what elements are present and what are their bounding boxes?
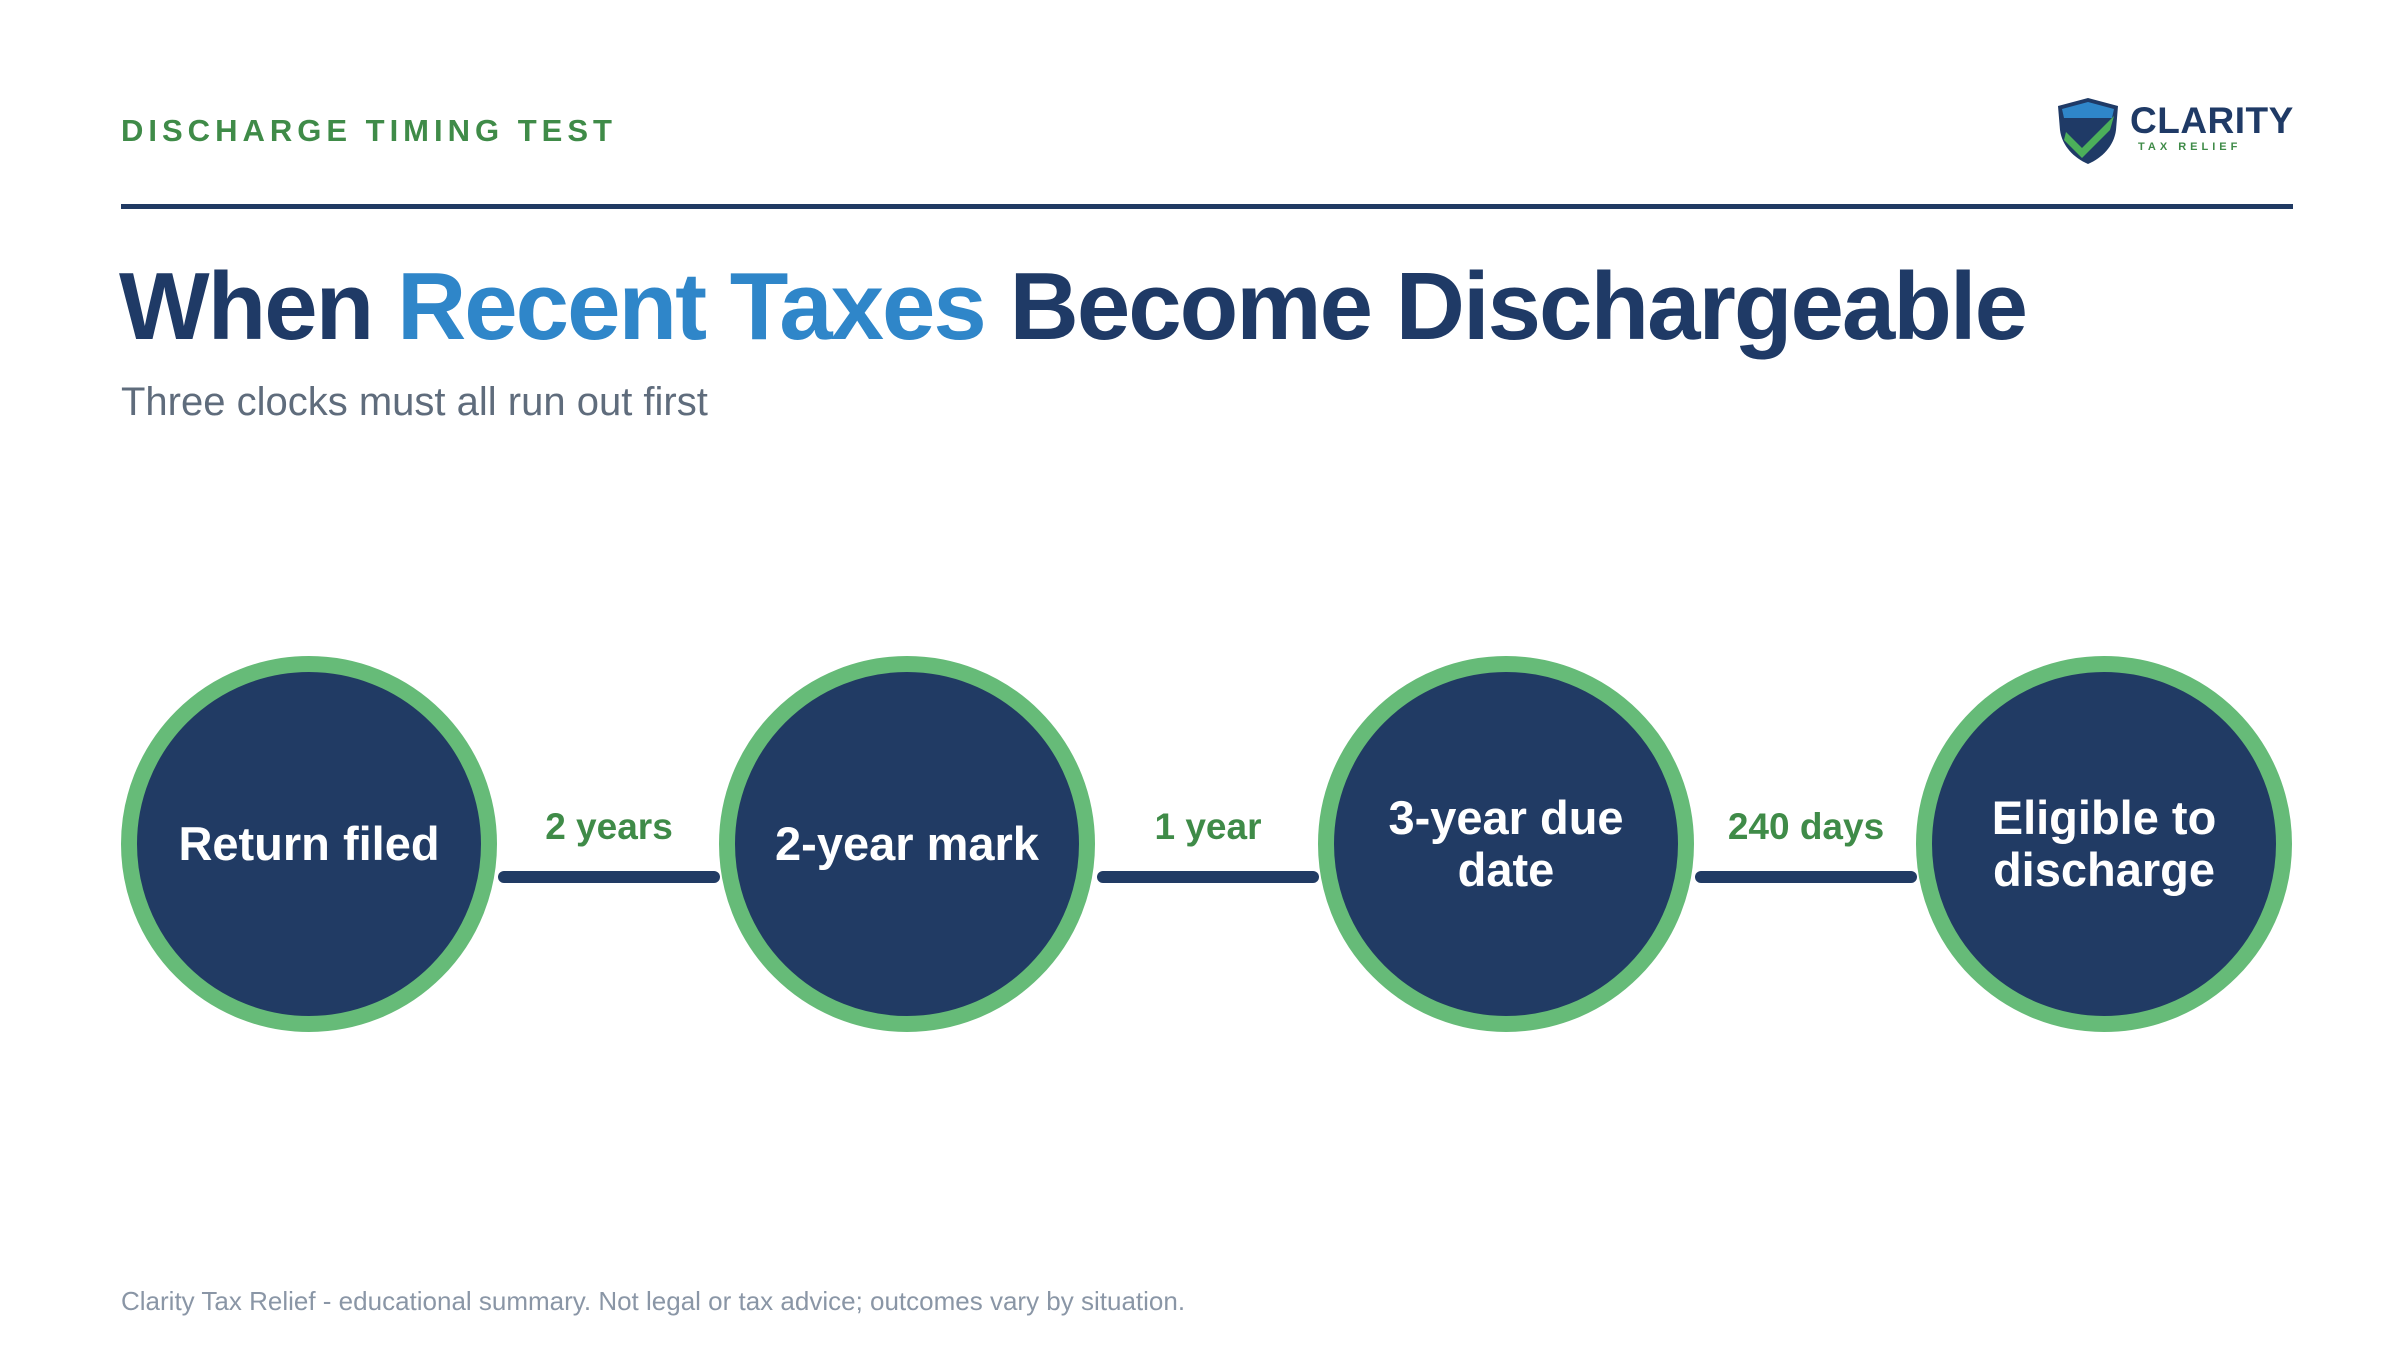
timeline-node: Return filed: [121, 656, 497, 1032]
footer-disclaimer: Clarity Tax Relief - educational summary…: [121, 1286, 1186, 1316]
connector-3: [1695, 871, 1917, 883]
node-label: Return filed: [178, 817, 440, 870]
interval-label: 240 days: [1727, 806, 1885, 847]
title-accent: Recent Taxes: [396, 253, 987, 360]
interval-label: 2 years: [545, 806, 673, 847]
interval-label: 1 year: [1154, 806, 1262, 847]
page-subtitle: Three clocks must all run out first: [121, 380, 708, 424]
connector-2: [1097, 871, 1319, 883]
connector-1: [498, 871, 720, 883]
eyebrow-label: DISCHARGE TIMING TEST: [121, 113, 617, 148]
logo-wordmark: CLARITY: [2130, 100, 2294, 141]
timeline-node: 2-year mark: [719, 656, 1095, 1032]
timeline-node: Eligible to discharge: [1916, 656, 2292, 1032]
node-label: 3-year due date: [1388, 791, 1624, 896]
header-divider: [121, 204, 2293, 209]
logo-tagline: TAX RELIEF: [2138, 141, 2242, 153]
shield-check-icon: [2058, 98, 2118, 164]
clarity-logo: CLARITY TAX RELIEF: [2052, 96, 2294, 166]
page-title: When Recent Taxes Become Dischargeable: [119, 252, 2028, 362]
node-label: Eligible to discharge: [1991, 791, 2217, 896]
node-label: 2-year mark: [775, 817, 1039, 870]
title-part-2: Become Dischargeable: [984, 253, 2027, 360]
timeline-node: 3-year due date: [1318, 656, 1694, 1032]
title-part-1: When: [119, 253, 397, 360]
